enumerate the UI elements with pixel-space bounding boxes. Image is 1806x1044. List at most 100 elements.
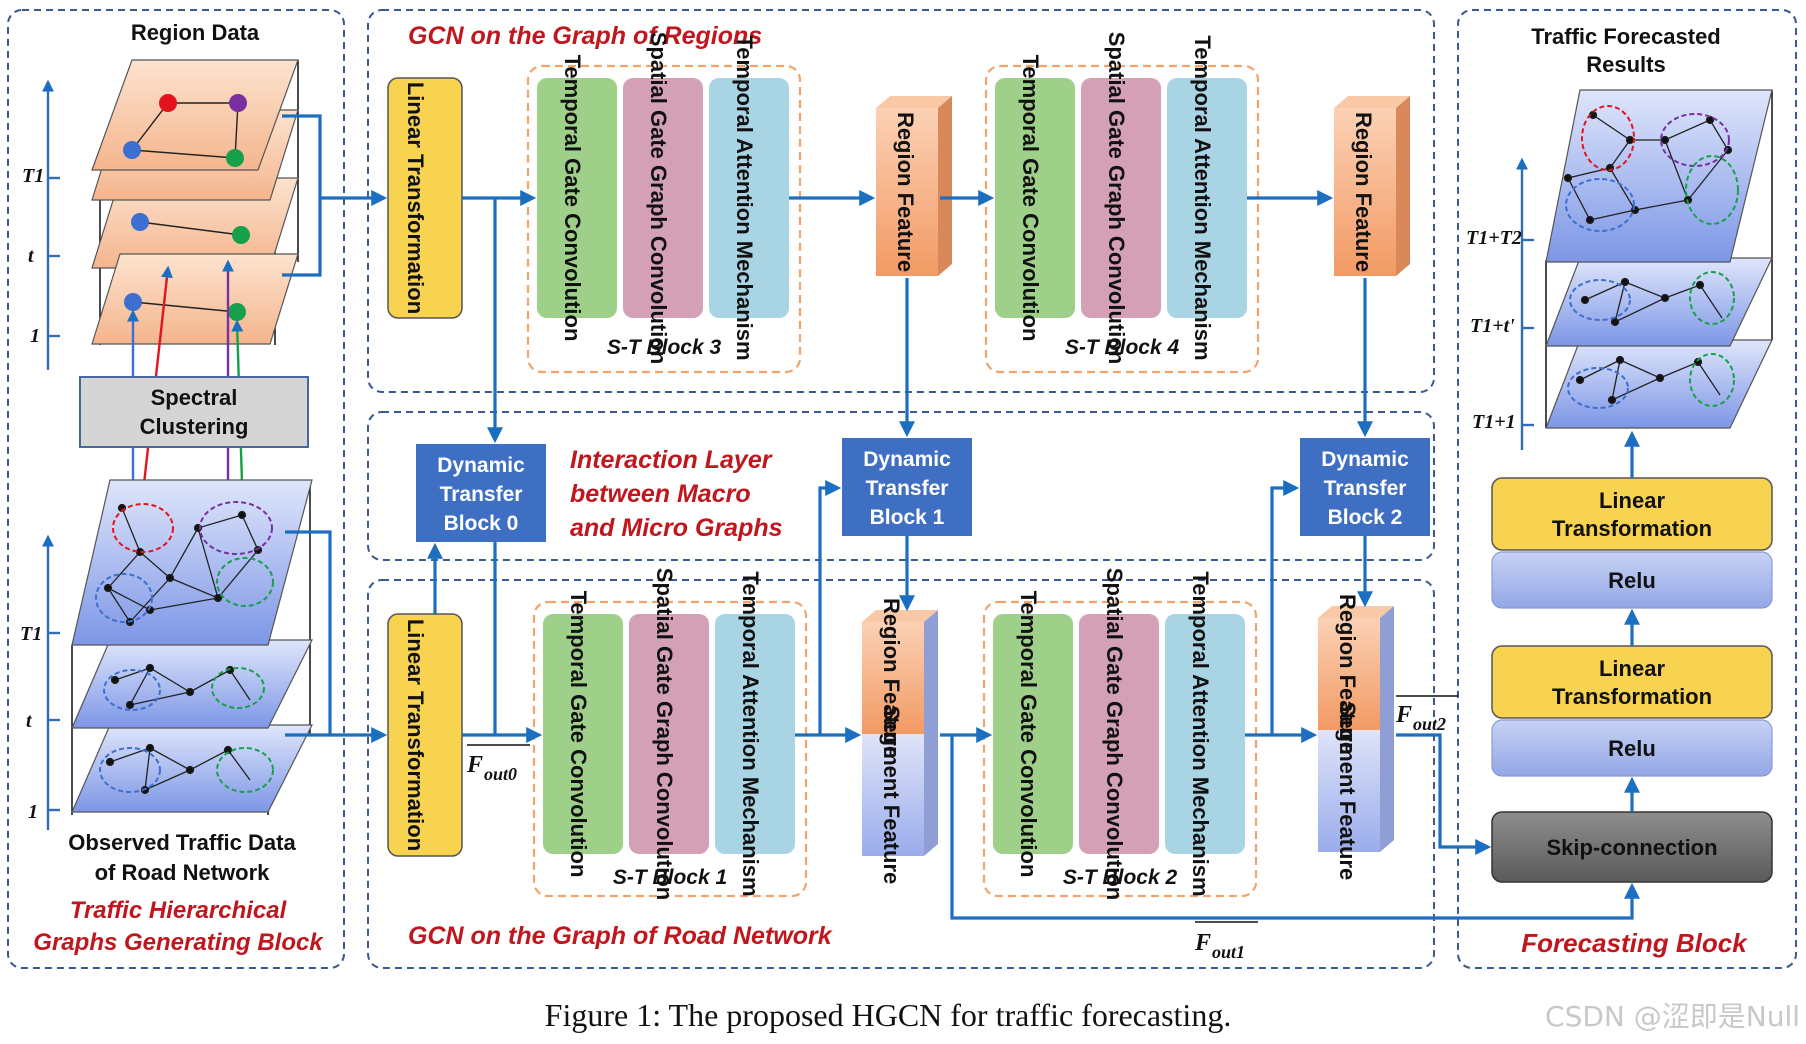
fout2-subscript: out2	[1413, 714, 1446, 734]
st-block-4	[984, 64, 1260, 374]
linear-transformation-label: Linear Transformation	[403, 619, 428, 851]
interaction-title: and Micro Graphs	[570, 514, 783, 542]
fout0-subscript: out0	[484, 764, 517, 784]
linear-transformation-label: Linear	[1599, 656, 1665, 681]
observed-data-stack	[71, 479, 313, 815]
spectral-clustering-label: Clustering	[140, 414, 249, 439]
left-block-title: Graphs Generating Block	[33, 929, 324, 956]
temporal-gate-conv-b3	[537, 78, 617, 318]
linear-transformation-label: Linear	[1599, 488, 1665, 513]
st-block-2	[982, 600, 1258, 898]
spectral-clustering-box	[79, 376, 309, 448]
dynamic-transfer-block-1	[842, 438, 972, 536]
axis-label: T1+1	[1472, 411, 1516, 433]
left-top-axis: T1 t 1	[22, 79, 60, 370]
observed-data-label: of Road Network	[95, 860, 271, 885]
fout1-symbol: F	[1194, 930, 1211, 956]
module-label: Spatial Gate Graph Convolution	[646, 32, 671, 364]
forecast-plane-2	[1545, 257, 1773, 347]
axis-label: 1	[28, 801, 38, 823]
linear-transformation-label: Linear Transformation	[403, 82, 428, 314]
region-plane-top	[91, 59, 299, 171]
module-label: Temporal Attention Mechanism	[1188, 571, 1213, 896]
flow-arrows	[282, 114, 1640, 920]
spatial-gate-graph-conv-b2	[1079, 614, 1159, 854]
fout1-label: F out1	[1194, 921, 1258, 962]
module-label: Temporal Gate Convolution	[1018, 55, 1043, 342]
dtb-label: Dynamic	[1321, 448, 1409, 471]
observed-data-label: Observed Traffic Data	[68, 830, 296, 855]
module-label: Spatial Gate Graph Convolution	[1104, 32, 1129, 364]
regions-panel-title: GCN on the Graph of Regions	[408, 22, 762, 50]
temporal-attention-b1	[715, 614, 795, 854]
module-label: Temporal Attention Mechanism	[738, 571, 763, 896]
dtb-label: Transfer	[866, 477, 949, 500]
interaction-title: Interaction Layer	[570, 446, 773, 474]
region-segment-feature-2: Region Feature Segment Feature	[1318, 594, 1394, 880]
left-block-title: Traffic Hierarchical	[70, 897, 288, 924]
relu-label: Relu	[1608, 568, 1656, 593]
forecast-plane-top	[1545, 89, 1773, 263]
dynamic-transfer-block-2	[1300, 438, 1430, 536]
st-block-2-label: S-T Block 2	[1063, 866, 1178, 889]
spatial-gate-graph-conv-b3	[623, 78, 703, 318]
region-data-stack	[91, 59, 299, 345]
skip-connection-label: Skip-connection	[1546, 835, 1717, 860]
axis-label: T1	[22, 165, 44, 187]
dtb-label: Transfer	[1324, 477, 1407, 500]
forecast-stack	[1545, 89, 1773, 429]
dynamic-transfer-block-0	[416, 444, 546, 542]
temporal-attention-b3	[709, 78, 789, 318]
axis-label: t	[26, 710, 33, 732]
observed-plane-top	[71, 479, 313, 646]
fout2-label: F out2	[1395, 695, 1458, 734]
linear-transformation-label: Transformation	[1552, 516, 1712, 541]
fout0-label: F out0	[466, 744, 530, 784]
region-feature-label: Region Feature	[1335, 594, 1360, 754]
axis-label: T1	[20, 623, 42, 645]
st-block-1	[532, 600, 808, 898]
region-segment-feature-1: Region Feature Segment Feature	[862, 598, 938, 884]
axis-label: 1	[30, 325, 40, 347]
relu-label: Relu	[1608, 736, 1656, 761]
left-panel	[7, 9, 345, 969]
segment-feature-label: Segment Feature	[879, 706, 904, 885]
forecasting-block-title: Forecasting Block	[1521, 928, 1748, 958]
fout1-subscript: out1	[1212, 942, 1245, 962]
temporal-gate-conv-b1	[543, 614, 623, 854]
dtb-label: Dynamic	[863, 448, 951, 471]
observed-plane-2	[71, 639, 313, 729]
temporal-attention-b4	[1167, 78, 1247, 318]
region-data-title: Region Data	[131, 20, 260, 45]
dtb-label: Block 0	[444, 512, 519, 535]
dtb-label: Block 2	[1328, 506, 1403, 529]
st-block-4-label: S-T Block 4	[1065, 336, 1180, 359]
left-bottom-axis: T1 t 1	[20, 534, 60, 830]
axis-label: t	[28, 245, 35, 267]
interaction-panel	[367, 411, 1435, 561]
region-feature-2: Region Feature	[1334, 96, 1410, 276]
fout0-symbol: F	[466, 752, 483, 778]
st-block-1-label: S-T Block 1	[613, 866, 727, 889]
temporal-attention-b2	[1165, 614, 1245, 854]
road-panel	[367, 579, 1435, 969]
region-feature-label: Region Feature	[893, 112, 918, 272]
watermark: CSDN @涩即是Null	[1545, 1000, 1800, 1033]
module-label: Temporal Gate Convolution	[560, 55, 585, 342]
st-block-3-label: S-T Block 3	[607, 336, 722, 359]
module-label: Spatial Gate Graph Convolution	[1102, 568, 1127, 900]
road-panel-title: GCN on the Graph of Road Network	[408, 922, 833, 950]
figure-caption: Figure 1: The proposed HGCN for traffic …	[545, 997, 1232, 1033]
regions-panel	[367, 9, 1435, 393]
spectral-clustering-label: Spectral	[151, 385, 238, 410]
dtb-label: Dynamic	[437, 454, 525, 477]
spatial-gate-graph-conv-b1	[629, 614, 709, 854]
segment-feature-label: Segment Feature	[1335, 702, 1360, 881]
fout2-symbol: F	[1395, 702, 1412, 728]
region-feature-label: Region Feature	[1351, 112, 1376, 272]
forecast-title: Results	[1586, 52, 1665, 77]
module-label: Temporal Attention Mechanism	[1190, 35, 1215, 360]
st-block-3	[526, 64, 802, 374]
module-label: Temporal Gate Convolution	[1016, 591, 1041, 878]
